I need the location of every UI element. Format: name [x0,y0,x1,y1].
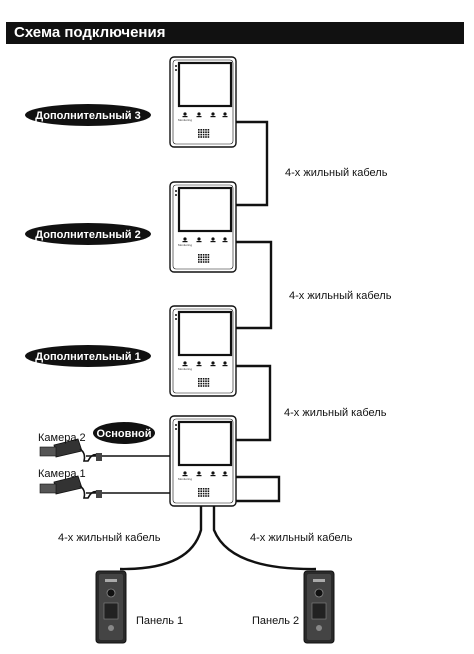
cable-4 [236,475,281,503]
monitor-button-icon [222,112,228,118]
monitor-button-icon [222,237,228,243]
camera-1-label: Камера 1 [38,468,86,480]
panel-1-icon [95,570,127,644]
cable-2 [236,240,273,330]
monitor-button-icon [182,361,188,367]
monitor-main: Monitoring [169,415,237,507]
monitor-button-icon [210,112,216,118]
panel-2-icon [303,570,335,644]
monitor-button-caption: Monitoring [178,243,192,247]
monitor-button-icon [196,361,202,367]
svg-text:Дополнительный 1: Дополнительный 1 [35,351,140,363]
monitor-screen [177,186,233,233]
monitor-button-caption: Monitoring [178,367,192,371]
monitor-button-icon [210,471,216,477]
label-extra-1: Дополнительный 1 [25,345,151,367]
cable-panel-1 [119,505,203,571]
monitor-button-icon [182,112,188,118]
panel-2-label: Панель 2 [252,615,299,627]
monitor-button-icon [210,361,216,367]
camera-2-icon [39,438,102,462]
monitor-button-icon [196,112,202,118]
monitor-screen [177,420,233,467]
monitor-button-caption: Monitoring [178,477,192,481]
svg-text:Дополнительный 3: Дополнительный 3 [35,110,140,122]
monitor-button-icon [222,471,228,477]
cable-label-4: 4-х жильный кабель [58,532,161,544]
monitor-button-icon [182,471,188,477]
speaker-grille-icon [198,254,210,263]
panels-layer [95,570,335,644]
cable-1 [236,120,269,207]
cable-label-3: 4-х жильный кабель [284,407,387,419]
monitor-extra-1: Monitoring [169,305,237,397]
speaker-grille-icon [198,378,210,387]
monitor-button-icon [210,237,216,243]
cable-label-5: 4-х жильный кабель [250,532,353,544]
cable-label-2: 4-х жильный кабель [289,290,392,302]
monitor-extra-2: Monitoring [169,181,237,273]
cable-panel-2 [212,505,317,571]
cameras-layer [39,438,102,499]
svg-text:Основной: Основной [97,428,152,440]
speaker-grille-icon [198,488,210,497]
panel-1-label: Панель 1 [136,615,183,627]
monitor-button-icon [196,471,202,477]
monitor-button-icon [196,237,202,243]
page-title: Схема подключения [14,24,166,41]
svg-text:Дополнительный 2: Дополнительный 2 [35,229,140,241]
label-extra-2: Дополнительный 2 [25,223,151,245]
label-extra-3: Дополнительный 3 [25,104,151,126]
cable-3 [236,364,272,442]
monitor-button-icon [182,237,188,243]
monitor-screen [177,61,233,108]
monitor-button-caption: Monitoring [178,118,192,122]
camera-2-label: Камера 2 [38,432,86,444]
header-bar: Схема подключения [6,22,464,44]
monitor-extra-3: Monitoring [169,56,237,148]
camera-1-icon [39,475,102,499]
monitor-screen [177,310,233,357]
label-main: Основной [93,422,155,444]
speaker-grille-icon [198,129,210,138]
cable-label-1: 4-х жильный кабель [285,167,388,179]
monitor-button-icon [222,361,228,367]
